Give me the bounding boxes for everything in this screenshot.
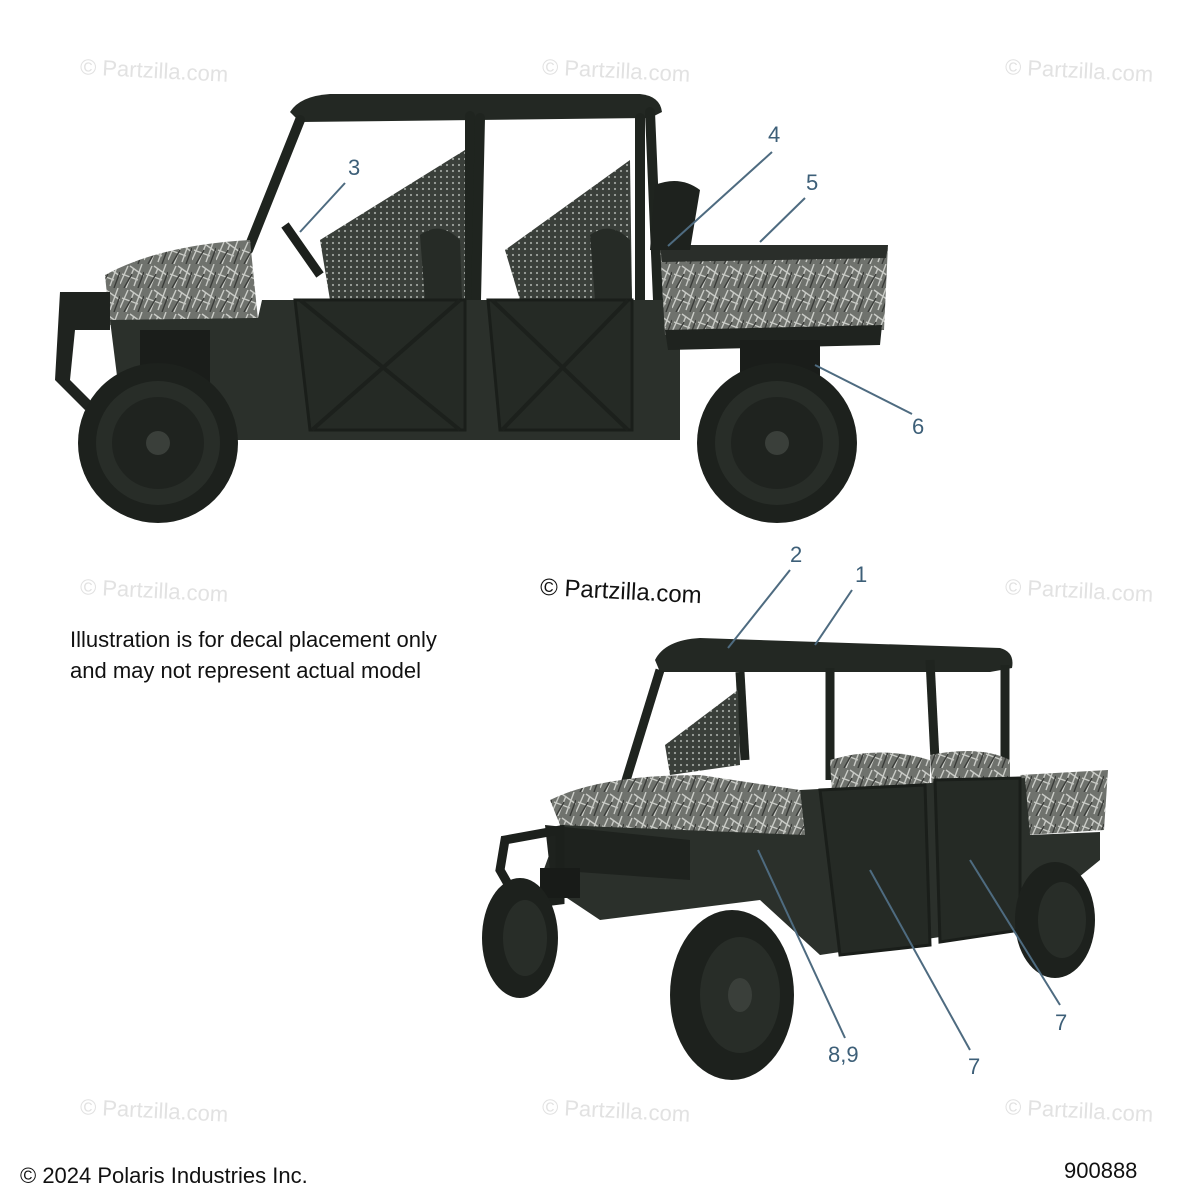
leader-line-1 bbox=[814, 589, 853, 646]
leader-line-2 bbox=[727, 569, 791, 649]
callout-7b: 7 bbox=[1055, 1010, 1068, 1035]
front-wheel bbox=[78, 363, 238, 523]
callout-6: 6 bbox=[912, 414, 925, 439]
cargo-bed-decal-area bbox=[660, 245, 888, 335]
leader-line-6 bbox=[814, 364, 913, 415]
callout-2: 2 bbox=[790, 542, 803, 567]
rear-wheel bbox=[697, 363, 857, 523]
polaris-copyright: © 2024 Polaris Industries Inc. bbox=[20, 1163, 308, 1188]
front-quarter-view-vehicle bbox=[482, 638, 1108, 1080]
leader-line-3 bbox=[299, 182, 346, 233]
front-bumper bbox=[55, 292, 110, 410]
front-door bbox=[818, 783, 932, 957]
leader-line-5 bbox=[759, 197, 806, 243]
callout-8-9: 8,9 bbox=[828, 1042, 859, 1067]
steering-wheel bbox=[281, 222, 324, 278]
side-view-vehicle bbox=[55, 94, 888, 523]
placement-note: Illustration is for decal placement only… bbox=[70, 624, 490, 686]
placement-note-line-2: and may not represent actual model bbox=[70, 658, 421, 683]
roof bbox=[290, 94, 662, 122]
roof bbox=[655, 638, 1013, 672]
callout-7a: 7 bbox=[968, 1054, 981, 1079]
front-grille bbox=[545, 825, 690, 880]
rear-right-wheel bbox=[1015, 862, 1095, 978]
cargo-bed-lower bbox=[665, 325, 882, 350]
leader-line-4 bbox=[667, 151, 773, 247]
leader-line-7b bbox=[969, 859, 1061, 1006]
leader-lines bbox=[299, 151, 1061, 1051]
front-seat bbox=[420, 228, 462, 300]
leader-line-89 bbox=[757, 849, 846, 1039]
front-right-wheel bbox=[670, 910, 794, 1080]
rear-seat bbox=[590, 228, 632, 300]
callout-3: 3 bbox=[348, 155, 361, 180]
front-left-wheel bbox=[482, 878, 558, 998]
leader-line-7a bbox=[869, 869, 971, 1051]
rear-door bbox=[933, 776, 1022, 944]
diagram-number: 900888 bbox=[1064, 1158, 1138, 1183]
callout-1: 1 bbox=[855, 562, 868, 587]
cargo-bed-decal-area bbox=[1020, 770, 1108, 835]
callout-4: 4 bbox=[768, 122, 781, 147]
callout-5: 5 bbox=[806, 170, 819, 195]
placement-note-line-1: Illustration is for decal placement only bbox=[70, 627, 437, 652]
hood-decal-area bbox=[105, 240, 258, 325]
